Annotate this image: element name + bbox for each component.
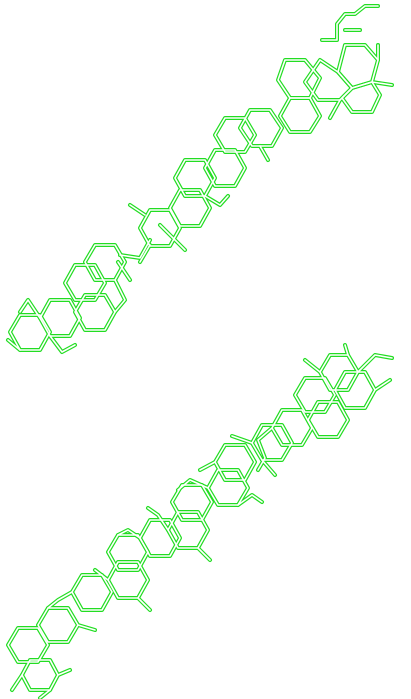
bond-chain-0-core — [321, 5, 379, 41]
ring-2-core — [294, 377, 336, 413]
bond-chain-20-core — [329, 99, 341, 119]
bond-chain-22-core — [117, 261, 131, 281]
bond-chain-33-core — [77, 624, 96, 631]
bond-chain-18-core — [374, 379, 391, 391]
ring-8-core — [214, 117, 256, 153]
bond-chain-21-core — [257, 427, 273, 471]
bond-chain-27-core — [147, 507, 169, 531]
bond-chain-36-core — [11, 674, 23, 691]
ring-15-core — [74, 294, 116, 331]
bond-chain-27-core — [19, 299, 41, 319]
ring-11-core — [107, 534, 149, 571]
bond-chain-31-core — [204, 195, 229, 206]
bond-chain-23-core — [159, 224, 186, 251]
ring-12-core — [139, 209, 181, 247]
ring-14-core — [37, 607, 79, 643]
molecule-lower-outline — [6, 343, 394, 699]
bond-chain-17-core — [357, 354, 393, 373]
ring-6-core — [279, 97, 321, 133]
bond-chain-29-core — [117, 529, 141, 539]
bond-chain-28-core — [197, 547, 211, 561]
bond-chain-24-core — [199, 461, 216, 471]
ring-15-core — [7, 627, 49, 663]
ring-1-core — [334, 371, 376, 409]
bond-chain-26-core — [237, 494, 263, 506]
bond-chain-26-core — [114, 279, 126, 313]
bond-chain-30-core — [259, 145, 269, 161]
bond-chain-30-core — [94, 569, 109, 581]
bond-chain-23-core — [231, 435, 253, 444]
molecule-upper-outline — [6, 4, 394, 354]
ring-7-core — [239, 109, 283, 147]
bond-chain-20-core — [304, 359, 321, 373]
bond-chain-19-core — [344, 344, 349, 356]
ring-11-core — [169, 189, 211, 227]
bond-chain-34-core — [39, 689, 51, 699]
bond-chain-19-core — [371, 81, 393, 86]
bond-chain-29-core — [7, 339, 21, 351]
bond-chain-25-core — [139, 244, 151, 263]
bond-chain-25-core — [177, 479, 209, 491]
bond-chain-21-core — [119, 239, 151, 259]
bond-chain-31-core — [137, 597, 151, 611]
bond-chain-35-core — [57, 669, 71, 676]
bond-chain-22-core — [261, 459, 276, 476]
ring-9-core — [204, 149, 246, 187]
ring-14-core — [64, 264, 106, 301]
molecule-lower — [6, 343, 394, 699]
molecule-upper — [6, 4, 394, 354]
ring-17-core — [9, 314, 51, 351]
bond-chain-28-core — [49, 335, 76, 353]
bond-chain-32-core — [47, 591, 73, 609]
bond-chain-24-core — [129, 204, 146, 216]
